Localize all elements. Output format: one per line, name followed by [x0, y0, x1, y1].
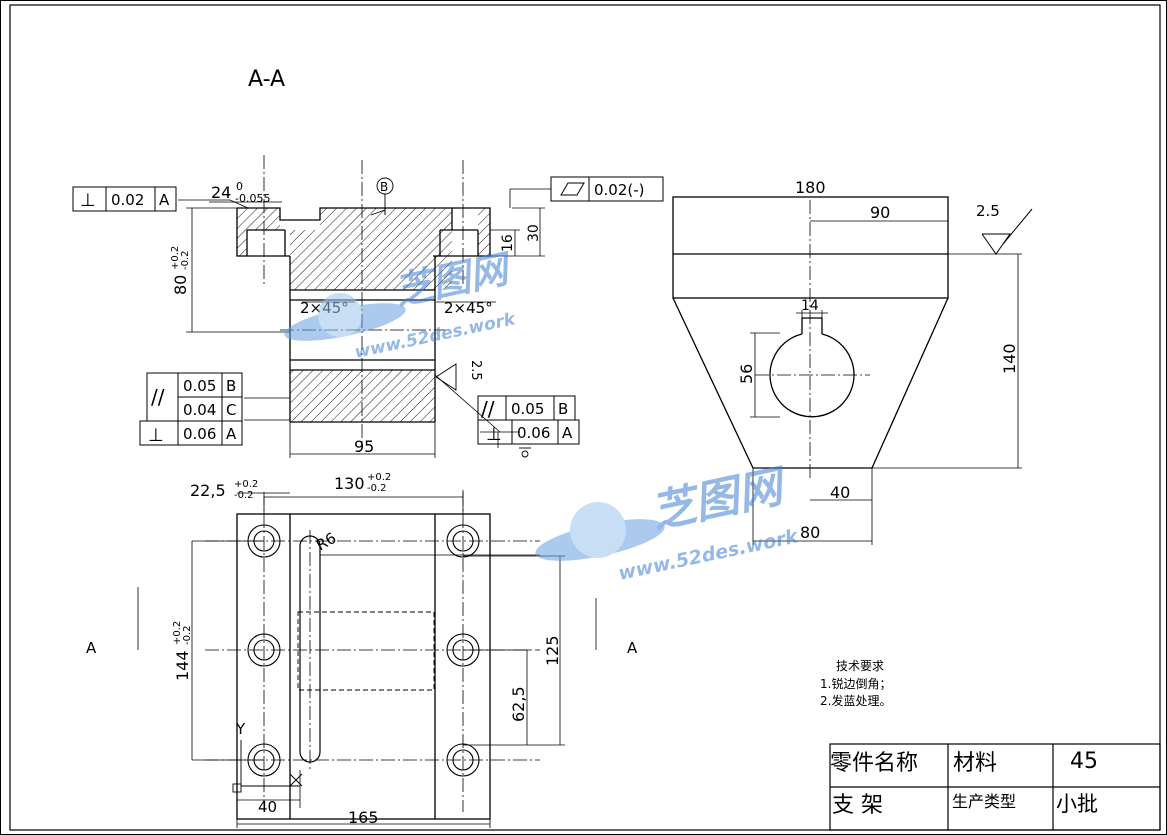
fcf-perp-left-symbol: ⊥ [148, 425, 164, 446]
fcf-flatness-value: 0.02(-) [594, 181, 645, 199]
side-bore [769, 317, 855, 418]
side-outline [672, 196, 949, 469]
axis-y-label: Y [235, 720, 246, 738]
dim-144-tol-lower: -0.2 [182, 625, 193, 645]
view-marker-right: A [627, 639, 638, 657]
section-roughness-symbol [435, 363, 457, 391]
dim-130-tol-lower: -0.2 [367, 483, 387, 494]
dim-16: 16 [500, 234, 516, 252]
dim-140: 140 [1000, 343, 1019, 374]
dim-22-5-tol-upper: +0.2 [234, 479, 258, 490]
chamfer-right: 2×45° [444, 299, 493, 317]
dim-180: 180 [795, 178, 826, 197]
fcf-parallel-right-symbol: // [481, 397, 495, 421]
fcf-right-stack: // 0.05 B ⊥ 0.06 A [477, 395, 580, 445]
dim-144: 144 [173, 650, 192, 681]
fcf-flatness: ▱ 0.02(-) [550, 176, 664, 202]
fcf-parallel-b-datum: B [226, 377, 236, 395]
plan-dim-lines [137, 490, 597, 828]
dim-30: 30 [526, 224, 542, 242]
dim-130-tol-upper: +0.2 [367, 472, 391, 483]
plan-holes [247, 524, 480, 777]
section-view: B 2.5 24 0 -0.055 80 +0.2 -0.2 16 30 2×4… [72, 155, 664, 458]
dim-165: 165 [348, 808, 379, 827]
dim-130: 130 [334, 474, 365, 493]
dim-22-5-tol-lower: -0.2 [234, 490, 254, 501]
fcf-parallel-right-datum: B [558, 400, 568, 418]
side-roughness-symbol [981, 208, 1033, 255]
dim-80-tol-lower: -0.2 [180, 250, 191, 270]
side-view: 2.5 180 90 14 56 140 40 80 [672, 178, 1033, 545]
fcf-perp-right-value: 0.06 [517, 424, 550, 442]
dim-side-40: 40 [830, 483, 850, 502]
fcf-parallel-b-value: 0.05 [183, 377, 216, 395]
dim-80-side: 80 [800, 523, 820, 542]
title-block-part-name-value: 支 架 [832, 793, 883, 818]
tech-requirement-1: 1.锐边倒角； [820, 677, 891, 691]
datum-a-symbol [519, 447, 531, 458]
dim-plan-40: 40 [258, 798, 277, 816]
fcf-left-stack: // 0.05 B 0.04 C ⊥ 0.06 A [139, 372, 243, 446]
view-marker-left: A [86, 639, 97, 657]
title-block-production-type-value: 小批 [1056, 792, 1098, 816]
fcf-parallel-right-value: 0.05 [511, 400, 544, 418]
section-label: A-A [248, 67, 285, 92]
side-centerlines [755, 200, 870, 478]
dim-24: 24 [211, 183, 231, 202]
dim-80: 80 [171, 275, 190, 295]
fcf-parallel-c-value: 0.04 [183, 401, 216, 419]
dim-80-tol-upper: +0.2 [170, 246, 181, 270]
plan-view: Y X A A 22,5 +0.2 -0.2 130 +0.2 -0.2 144… [86, 472, 638, 828]
title-block-production-type-label: 生产类型 [952, 792, 1016, 811]
title-block-material-value: 45 [1070, 749, 1098, 774]
plan-outline [236, 513, 491, 820]
fcf-perp-right-symbol: ⊥ [486, 424, 502, 445]
fcf-parallel-c-datum: C [226, 401, 236, 419]
tech-requirements-title: 技术要求 [836, 659, 884, 673]
watermark-lower: 芝图网 www.52des.work [535, 460, 801, 585]
plan-axis-marker [232, 740, 303, 793]
fcf-perp-top-symbol: ⊥ [80, 190, 96, 211]
section-roughness-value: 2.5 [468, 360, 483, 381]
dim-90: 90 [870, 203, 890, 222]
datum-b-label: B [380, 180, 388, 194]
fcf-perp-right-datum: A [562, 424, 573, 442]
section-dim-lines [178, 188, 551, 458]
dim-24-tol-lower: -0.055 [235, 192, 270, 205]
title-block-part-name-label: 零件名称 [830, 751, 918, 776]
dim-24-tol-upper: 0 [236, 180, 243, 193]
tech-requirement-2: 2.发蓝处理。 [820, 693, 891, 708]
fcf-perp-top-datum: A [159, 191, 170, 209]
datum-b-marker [370, 177, 394, 216]
dim-62-5: 62,5 [509, 686, 528, 722]
fcf-perp-top-value: 0.02 [111, 191, 144, 209]
fcf-perp-left-datum: A [226, 425, 237, 443]
section-outline [236, 207, 491, 423]
dim-95: 95 [354, 437, 374, 456]
dim-14: 14 [801, 298, 819, 314]
tech-requirements: 技术要求 1.锐边倒角； 2.发蓝处理。 [820, 659, 891, 708]
dim-56: 56 [737, 364, 756, 384]
watermark-brand-lower: 芝图网 [647, 460, 793, 539]
fcf-perp-left-value: 0.06 [183, 425, 216, 443]
dim-22-5: 22,5 [190, 481, 226, 500]
dim-r6: R6 [313, 529, 339, 555]
dim-125: 125 [543, 635, 562, 666]
title-block: 零件名称 材料 45 支 架 生产类型 小批 [829, 743, 1161, 831]
title-block-material-label: 材料 [953, 751, 997, 776]
fcf-parallel-b-symbol: // [151, 385, 165, 409]
section-hatch [237, 208, 490, 422]
fcf-flatness-symbol: ▱ [561, 196, 562, 198]
dim-144-tol-upper: +0.2 [172, 621, 183, 645]
plan-slot [299, 535, 321, 763]
plan-hidden-pocket [297, 611, 435, 691]
side-roughness-value: 2.5 [976, 202, 1000, 220]
fcf-perp-top: ⊥ 0.02 A [72, 186, 177, 212]
side-dim-lines [673, 196, 1022, 545]
